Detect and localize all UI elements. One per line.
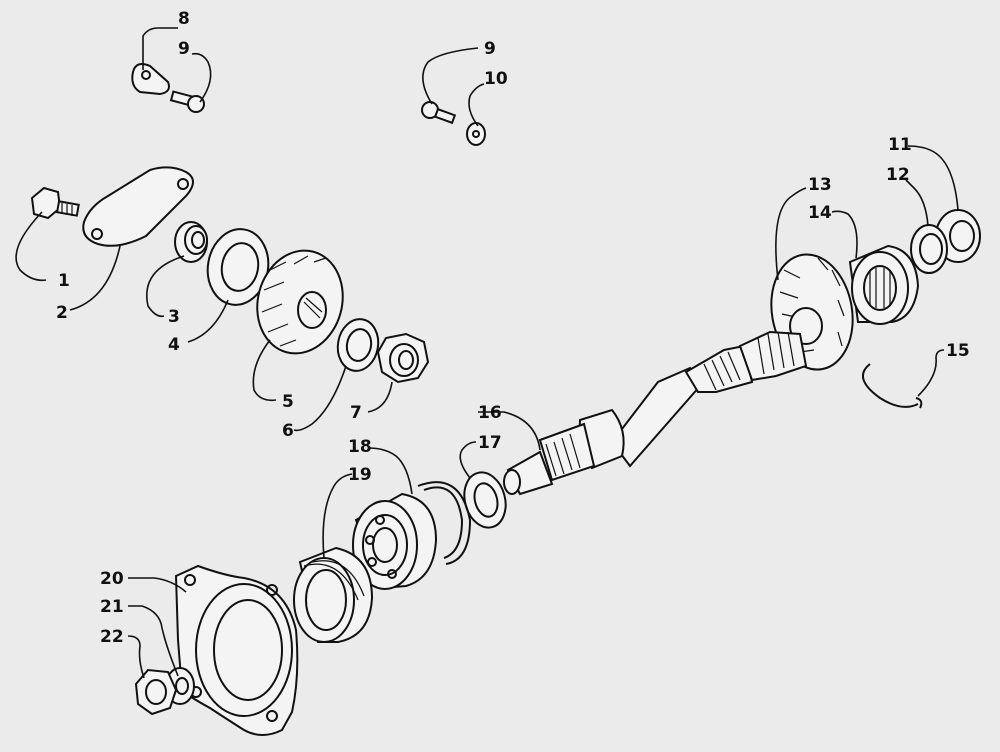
callout-12: 12	[886, 165, 910, 185]
callout-18: 18	[348, 437, 372, 457]
callout-4: 4	[168, 335, 180, 355]
callout-19: 19	[348, 465, 372, 485]
callout-14: 14	[808, 203, 832, 223]
callout-9-center: 9	[484, 39, 496, 59]
callout-16: 16	[478, 403, 502, 423]
part-bevel-gear	[256, 249, 344, 355]
callout-8: 8	[178, 9, 190, 29]
part-flange-nut	[134, 668, 178, 716]
callout-13: 13	[808, 175, 832, 195]
callout-20: 20	[100, 569, 124, 589]
callout-5: 5	[282, 392, 294, 412]
callout-11: 11	[888, 135, 912, 155]
part-ball-bearing	[352, 492, 438, 590]
leader-lines	[15, 27, 959, 679]
part-snap-ring	[861, 363, 923, 409]
callout-15: 15	[946, 341, 970, 361]
callout-9-left: 9	[178, 39, 190, 59]
callout-6: 6	[282, 421, 294, 441]
callout-7: 7	[350, 403, 362, 423]
part-bearing-small	[174, 221, 208, 263]
part-screw-center	[421, 101, 457, 125]
part-shim-washer	[336, 318, 380, 372]
part-housing-flange	[174, 564, 299, 736]
part-screw-left	[169, 90, 205, 113]
callout-3: 3	[168, 307, 180, 327]
callout-1: 1	[58, 271, 70, 291]
callout-21: 21	[100, 597, 124, 617]
part-drive-shaft	[503, 330, 808, 496]
part-oil-seal	[293, 546, 374, 643]
callout-labels: 1 2 3 4 5 6 7 8 9 9 10 11 12 13 14 15 16…	[56, 9, 970, 647]
callout-22: 22	[100, 627, 124, 647]
callout-17: 17	[478, 433, 502, 453]
part-bracket-plate	[131, 63, 170, 96]
callout-10: 10	[484, 69, 508, 89]
part-flange-bolt	[30, 186, 80, 220]
part-needle-bearing	[848, 244, 920, 325]
part-washer-small	[466, 122, 486, 146]
part-nut	[376, 332, 430, 384]
part-ring	[910, 224, 948, 274]
part-cover-plate	[82, 166, 194, 247]
part-shaft-washer	[463, 471, 507, 529]
callout-2: 2	[56, 303, 68, 323]
part-circlip	[417, 481, 472, 565]
